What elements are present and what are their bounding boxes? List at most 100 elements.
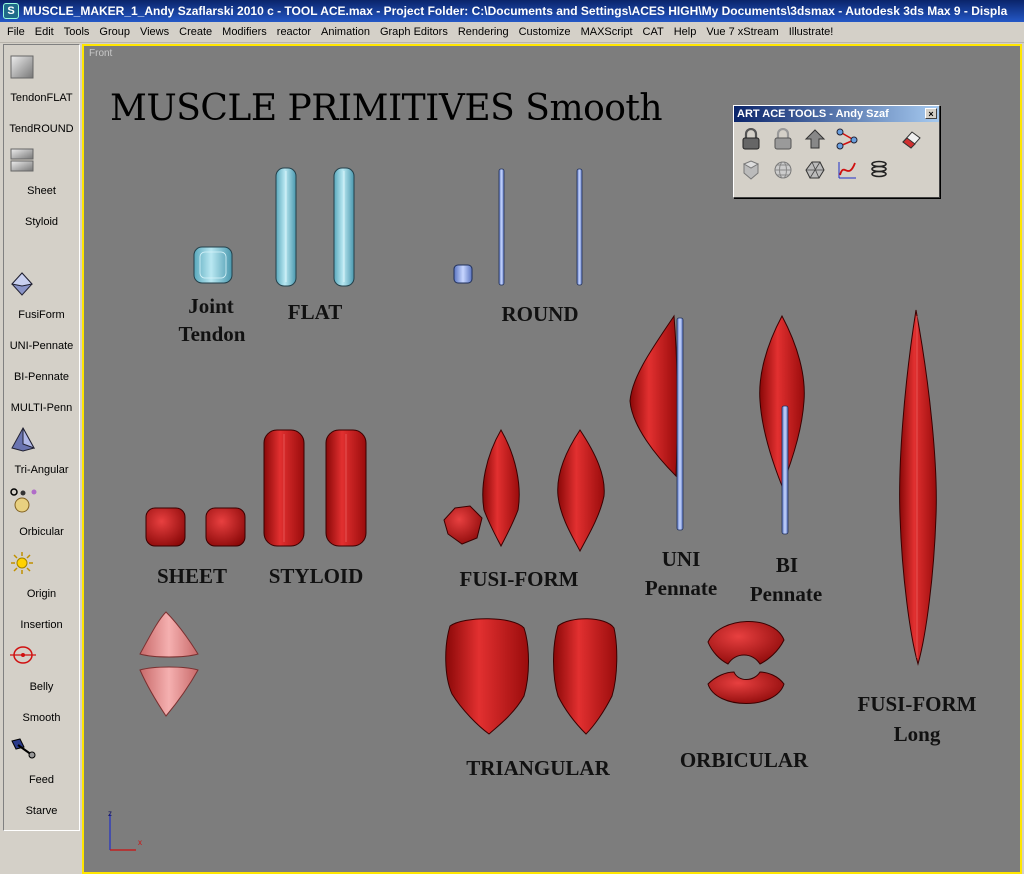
curve-icon [838, 162, 856, 179]
uni-pennate-label: Pennate [644, 576, 718, 600]
round-tendon-1[interactable] [498, 168, 505, 286]
belly-button[interactable]: Belly [29, 681, 54, 693]
menu-group[interactable]: Group [99, 26, 130, 38]
art-ace-tools-window[interactable]: ART ACE TOOLS - Andy Szaf × [733, 105, 940, 198]
menu-cat[interactable]: CAT [642, 26, 664, 38]
feed-button[interactable]: Feed [28, 774, 55, 786]
uni-pennate-tendon[interactable] [676, 317, 684, 531]
styloid-label: STYLOID [268, 564, 364, 588]
orbicular-icon[interactable] [10, 488, 38, 514]
origin-button[interactable]: Origin [26, 588, 57, 600]
menu-views[interactable]: Views [139, 26, 170, 38]
menu-rendering[interactable]: Rendering [457, 26, 509, 38]
smooth-button[interactable]: Smooth [22, 712, 61, 724]
toolbox-close-button[interactable]: × [925, 108, 937, 119]
menu-illustrate[interactable]: Illustrate! [788, 26, 834, 38]
starve-button[interactable]: Starve [25, 805, 58, 817]
mesh-button[interactable] [802, 157, 828, 183]
erase-button[interactable] [898, 126, 924, 152]
axis-x-label: x [138, 838, 142, 847]
uni-pennate-muscle[interactable] [629, 314, 678, 478]
uni-pennate-button[interactable]: UNI-Pennate [9, 340, 74, 352]
fusi-form-long-label-2: Long [893, 722, 941, 746]
sphere-grid-button[interactable] [770, 157, 796, 183]
pink-muscle-bottom[interactable] [139, 666, 199, 717]
sheet-icon[interactable] [10, 148, 34, 172]
fusiform-small[interactable] [443, 505, 483, 545]
menu-animation[interactable]: Animation [321, 26, 370, 38]
triangular-muscle-2[interactable] [553, 618, 618, 735]
sheet-button[interactable]: Sheet [27, 185, 56, 197]
toolbox-title: ART ACE TOOLS - Andy Szaf [737, 108, 889, 120]
menu-file[interactable]: File [7, 26, 25, 38]
insertion-button[interactable]: Insertion [20, 619, 63, 631]
belly-icon[interactable] [10, 643, 36, 667]
round-tendon-cube[interactable] [453, 264, 473, 284]
link-button[interactable] [834, 126, 860, 152]
orbicular-muscle-top[interactable] [707, 621, 785, 665]
toolbox-titlebar[interactable]: ART ACE TOOLS - Andy Szaf × [734, 106, 939, 122]
curve-button[interactable] [834, 157, 860, 183]
menu-help[interactable]: Help [673, 26, 697, 38]
move-up-button[interactable] [802, 126, 828, 152]
bi-pennate-button[interactable]: BI-Pennate [13, 371, 70, 383]
menu-create[interactable]: Create [179, 26, 213, 38]
pink-muscle-top[interactable] [139, 611, 199, 658]
axis-gizmo: z x [108, 809, 142, 851]
menu-maxscript[interactable]: MAXScript [580, 26, 633, 38]
tendon-flat-button[interactable]: TendonFLAT [10, 92, 73, 104]
eraser-icon [902, 131, 921, 149]
menu-customize[interactable]: Customize [518, 26, 571, 38]
bi-label: BI [775, 553, 799, 577]
tendon-label: Tendon [178, 322, 246, 346]
sun-icon[interactable] [11, 552, 33, 574]
triangular-label: TRIANGULAR [466, 756, 610, 780]
orbicular-label: ORBICULAR [679, 748, 809, 772]
3dsmax-app-icon[interactable]: S [3, 3, 19, 19]
menu-modifiers[interactable]: Modifiers [222, 26, 267, 38]
menu-vue-xstream[interactable]: Vue 7 xStream [706, 26, 779, 38]
tri-angular-button[interactable]: Tri-Angular [14, 464, 69, 476]
fusiform-long-muscle[interactable] [899, 309, 937, 666]
multi-pennate-button[interactable]: MULTI-Penn [10, 402, 73, 414]
window-title: MUSCLE_MAKER_1_Andy Szaflarski 2010 c - … [23, 4, 1008, 18]
feed-icon[interactable] [10, 737, 36, 761]
fusiform-button[interactable]: FusiForm [18, 309, 65, 321]
muscle-tools-panel: TendonFLAT TendROUND Sheet Styloid FusiF… [3, 44, 80, 831]
fusiform-medium[interactable] [482, 428, 520, 548]
joint-tendon-cube[interactable] [193, 246, 233, 284]
styloid-button[interactable]: Styloid [24, 216, 59, 228]
menu-edit[interactable]: Edit [34, 26, 54, 38]
fusiform-icon[interactable] [11, 272, 33, 296]
lock-button[interactable] [738, 126, 764, 152]
tendon-flat-icon[interactable] [10, 55, 34, 79]
muscle-primitives-scene[interactable] [84, 46, 1020, 872]
unlock-button[interactable] [770, 126, 796, 152]
viewport-label[interactable]: Front [89, 48, 113, 59]
menu-reactor[interactable]: reactor [276, 26, 312, 38]
tendon-round-button[interactable]: TendROUND [9, 123, 74, 135]
shield-tool-button[interactable] [738, 157, 764, 183]
round-label: ROUND [501, 302, 579, 326]
window-titlebar[interactable]: S MUSCLE_MAKER_1_Andy Szaflarski 2010 c … [0, 0, 1024, 22]
front-viewport[interactable]: Front MUSCLE PRIMITIVES Smooth [82, 44, 1022, 874]
round-tendon-2[interactable] [576, 168, 583, 286]
fusiform-medium-2[interactable] [557, 429, 605, 553]
link-nodes-icon [836, 128, 858, 150]
menu-bar: File Edit Tools Group Views Create Modif… [0, 22, 1024, 43]
sheet-muscle-2[interactable] [205, 507, 246, 547]
sheet-muscle-1[interactable] [145, 507, 186, 547]
spring-icon [871, 160, 887, 178]
unlock-icon [774, 128, 792, 150]
mesh-icon [805, 161, 825, 179]
flat-label: FLAT [287, 300, 343, 324]
orbicular-button[interactable]: Orbicular [19, 526, 64, 538]
triangular-muscle-1[interactable] [445, 618, 529, 735]
orbicular-muscle-bottom[interactable] [707, 671, 785, 704]
spring-button[interactable] [866, 157, 892, 183]
bi-pennate-tendon[interactable] [781, 405, 789, 535]
menu-graph-editors[interactable]: Graph Editors [379, 26, 448, 38]
triangular-icon[interactable] [11, 426, 35, 452]
fusi-form-label: FUSI-FORM [459, 567, 579, 591]
menu-tools[interactable]: Tools [63, 26, 90, 38]
